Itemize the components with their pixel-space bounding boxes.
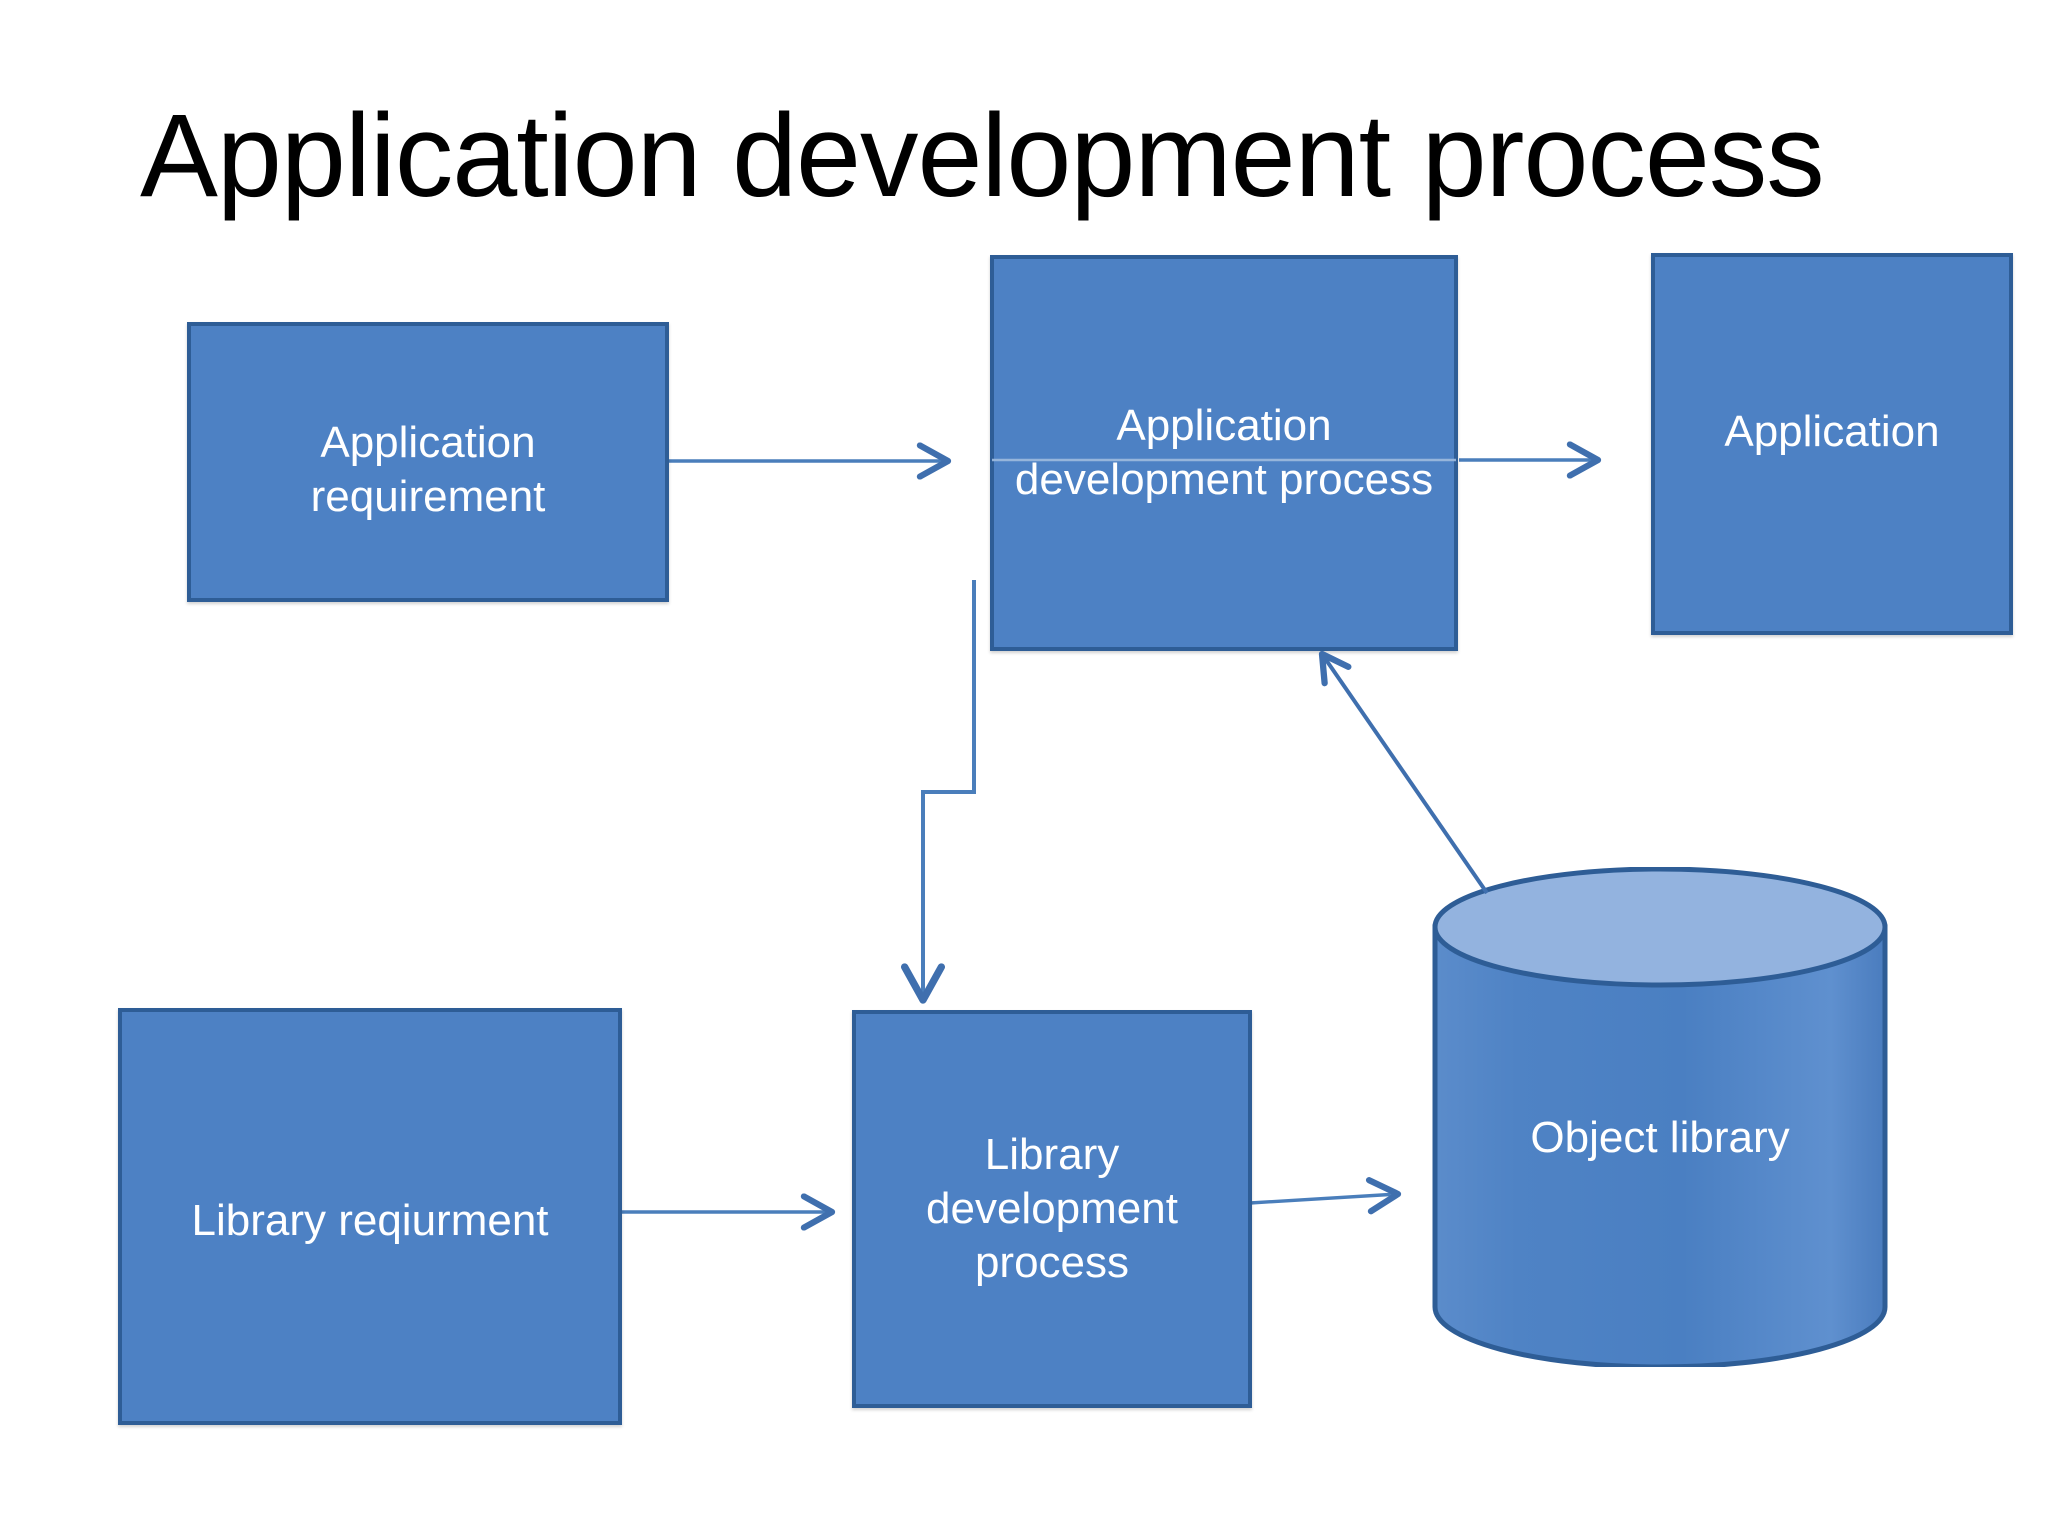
edge-app-process-to-lib-process [901,580,976,1004]
node-label: Library reqiurment [191,1195,549,1245]
node-library-development-process[interactable]: Library development process [852,1010,1252,1408]
node-application-development-process[interactable]: Application development process [990,255,1458,651]
node-application-requirement[interactable]: Application requirement [187,322,669,602]
node-label: Library development process [926,1130,1178,1287]
edge-lib-process-to-object-library [1249,1177,1402,1215]
node-library-requirement[interactable]: Library reqiurment [118,1008,622,1425]
page-title: Application development process [140,90,1825,222]
node-object-library[interactable]: Object library [1432,867,1888,1367]
node-label: Application requirement [310,418,546,521]
node-label: Application [1724,407,1940,457]
node-label: Application development process [1014,401,1434,504]
node-application[interactable]: Application [1651,253,2013,635]
cylinder-shape [1432,867,1888,1367]
node-label: Object library [1530,1113,1790,1162]
edge-object-library-to-app-process [1318,650,1489,895]
